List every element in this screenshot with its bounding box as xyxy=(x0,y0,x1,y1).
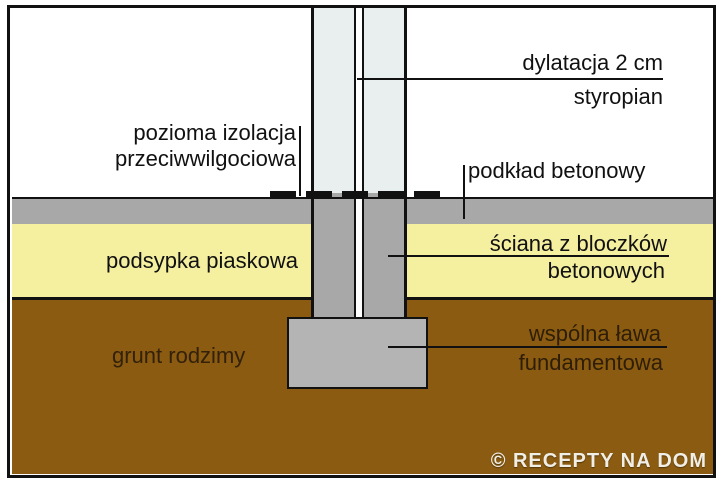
leader-line-lawa xyxy=(388,346,667,348)
wall-left-leaf-below-dpc xyxy=(314,193,354,317)
label-concrete-underlay: podkład betonowy xyxy=(468,158,646,183)
label-horizontal-damp-insulation-line1: pozioma izolacja xyxy=(133,120,296,145)
leader-line-podklad xyxy=(463,165,465,219)
label-concrete-block-wall-line2: betonowych xyxy=(547,258,665,283)
slab-top-line xyxy=(12,197,713,199)
leader-line-dylatacja xyxy=(357,78,663,80)
label-styrofoam: styropian xyxy=(573,84,663,109)
label-horizontal-damp-insulation-line2: przeciwwilgociowa xyxy=(115,146,296,171)
label-concrete-block-wall-line1: ściana z bloczków xyxy=(489,231,667,256)
wall-right-leaf-above-dpc xyxy=(364,8,404,193)
label-common-footing-line2: fundamentowa xyxy=(518,350,663,375)
expansion-gap-right-line xyxy=(362,8,364,317)
expansion-gap-left-line xyxy=(354,8,356,317)
wall-right-leaf xyxy=(364,8,404,317)
expansion-gap-styrofoam xyxy=(356,8,362,317)
watermark-recepty-na-dom: © RECEPTY NA DOM xyxy=(490,450,707,472)
label-sand-bedding: podsypka piaskowa xyxy=(105,248,298,273)
wall-right-outline xyxy=(404,8,407,317)
label-horizontal-damp-insulation: pozioma izolacja przeciwwilgociowa xyxy=(58,120,296,172)
label-expansion-joint: dylatacja 2 cm xyxy=(522,50,663,75)
label-native-soil: grunt rodzimy xyxy=(112,343,246,368)
double-wall-assembly xyxy=(311,8,407,317)
leader-line-izolacja xyxy=(299,126,301,196)
wall-left-outline xyxy=(311,8,314,317)
label-common-footing-line1: wspólna ława xyxy=(528,321,661,346)
wall-left-leaf xyxy=(314,8,354,317)
foundation-footing xyxy=(287,317,428,389)
damp-proof-membrane-dashes xyxy=(270,191,450,197)
wall-left-leaf-above-dpc xyxy=(314,8,354,193)
leader-line-sciana xyxy=(388,255,669,257)
